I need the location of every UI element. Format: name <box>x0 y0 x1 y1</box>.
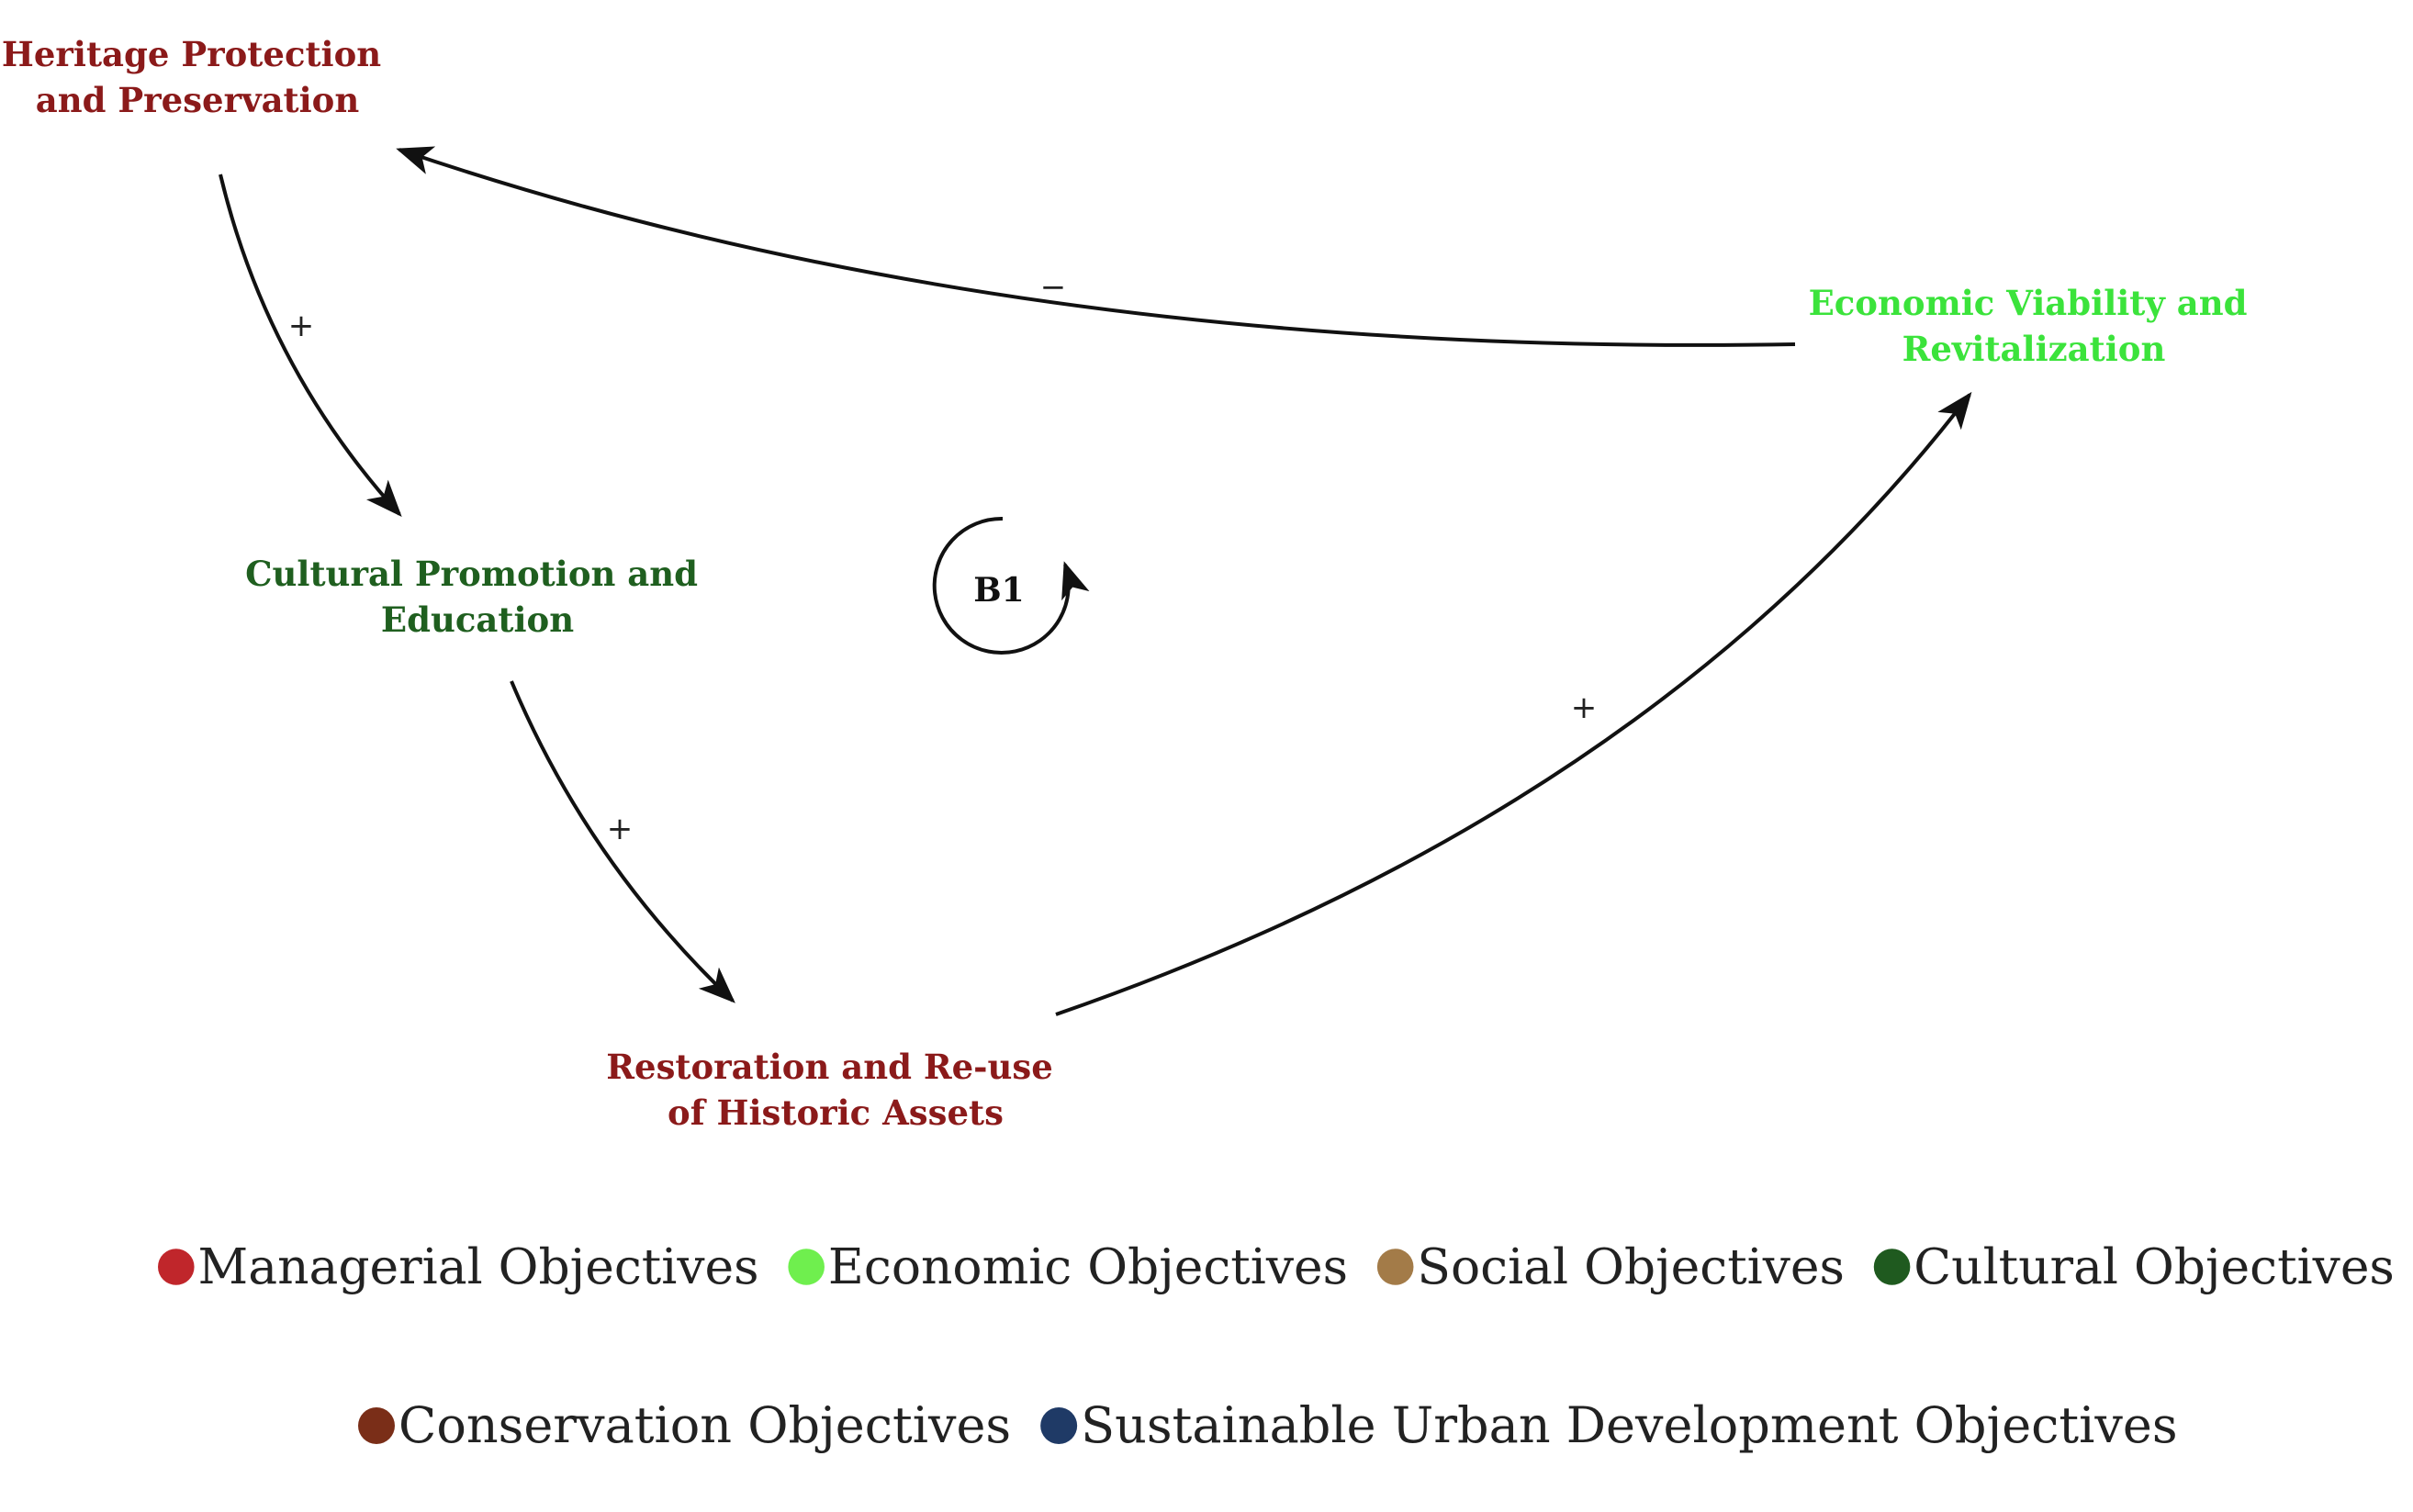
loop-b1-arrow <box>932 516 1090 655</box>
legend-label-1-0: Conservation Objectives <box>398 1396 1011 1454</box>
node-restoration-line-2: of Historic Assets <box>668 1092 1004 1133</box>
link-economic-to-heritage <box>396 146 1796 347</box>
polarity-heritage-to-cultural: + <box>288 308 315 344</box>
legend-row-1: Managerial Objectives Economic Objectives… <box>158 1238 2395 1295</box>
legend-label-0-1: Economic Objectives <box>828 1238 1348 1295</box>
node-restoration-reuse: Restoration and Re-use of Historic Asset… <box>606 1047 1064 1133</box>
polarity-restoration-to-economic: + <box>1571 689 1598 726</box>
link-restoration-to-economic <box>1055 391 1972 1016</box>
polarity-economic-to-heritage: − <box>1040 269 1067 306</box>
node-heritage-line-1: Heritage Protection <box>2 34 381 74</box>
legend-label-0-0: Managerial Objectives <box>198 1238 759 1295</box>
node-economic-viability: Economic Viability and Revitalization <box>1809 283 2260 369</box>
legend-dot-0-0 <box>158 1249 195 1285</box>
legend-label-0-3: Cultural Objectives <box>1914 1238 2395 1295</box>
legend-label-0-2: Social Objectives <box>1417 1238 1845 1295</box>
node-heritage-line-2: and Preservation <box>36 80 360 120</box>
node-heritage-protection: Heritage Protection and Preservation <box>2 34 393 120</box>
loop-b1-label: B1 <box>973 571 1024 610</box>
node-economic-line-2: Revitalization <box>1902 329 2166 369</box>
link-cultural-to-restoration <box>510 680 735 1003</box>
node-cultural-promotion: Cultural Promotion and Education <box>245 554 710 640</box>
legend-label-1-1: Sustainable Urban Development Objectives <box>1081 1396 2177 1454</box>
legend-dot-1-1 <box>1040 1407 1078 1444</box>
polarity-cultural-to-restoration: + <box>607 811 634 847</box>
node-cultural-line-1: Cultural Promotion and <box>245 554 698 594</box>
legend-row-2: Conservation Objectives Sustainable Urban… <box>358 1396 2178 1454</box>
legend-dot-0-3 <box>1873 1249 1911 1285</box>
node-economic-line-1: Economic Viability and <box>1809 283 2248 323</box>
legend-dot-0-2 <box>1376 1249 1414 1285</box>
node-restoration-line-1: Restoration and Re-use <box>606 1047 1053 1087</box>
legend-dot-1-0 <box>358 1407 395 1444</box>
legend-dot-0-1 <box>788 1249 825 1285</box>
node-cultural-line-2: Education <box>381 599 574 640</box>
link-heritage-to-cultural <box>219 174 402 517</box>
